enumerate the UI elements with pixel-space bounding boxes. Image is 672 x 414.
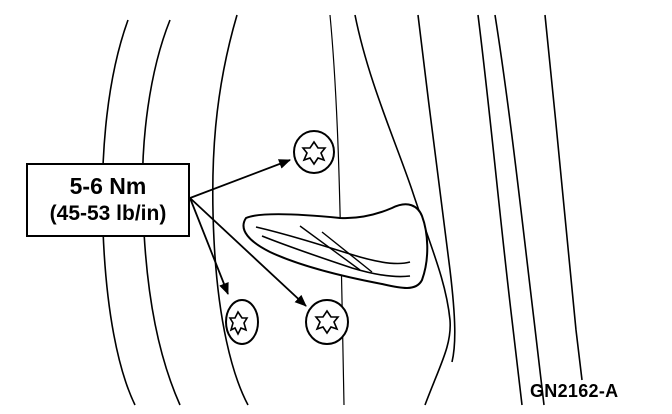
torque-spec-nm: 5-6 Nm xyxy=(69,173,147,199)
torx-screw-icon xyxy=(305,299,349,345)
torx-screw-icon xyxy=(293,130,335,174)
torx-screw-icon xyxy=(225,299,259,345)
door-edge-lines xyxy=(101,14,583,406)
leader-arrows xyxy=(189,159,307,307)
torque-spec-lbin: (45-53 lb/in) xyxy=(49,202,167,225)
door-latch-striker-icon xyxy=(242,203,429,289)
leader-arrow-lower-left-screw xyxy=(189,197,229,295)
leader-arrow-top-screw xyxy=(189,159,291,199)
torque-spec-callout: 5-6 Nm (45-53 lb/in) xyxy=(26,163,190,237)
leader-arrow-lower-right-screw xyxy=(189,197,307,307)
figure-id-label: GN2162-A xyxy=(530,381,619,401)
